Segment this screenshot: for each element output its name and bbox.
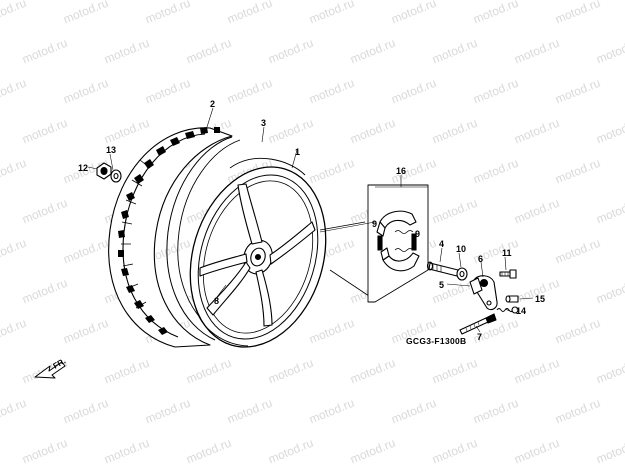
wear-indicator-plate [469, 277, 483, 295]
callout-8: 8 [214, 296, 219, 306]
pin-15 [505, 295, 519, 303]
diagram-code: GCG3-F1300B [406, 336, 466, 346]
callout-4: 4 [439, 239, 444, 249]
callout-9-right: 9 [415, 229, 420, 239]
return-spring [496, 306, 519, 314]
callout-16: 16 [396, 166, 406, 176]
front-direction-label: FR. [52, 356, 68, 370]
axle-nut [96, 162, 112, 180]
brake-cam [426, 261, 459, 277]
callout-6: 6 [478, 254, 483, 264]
wheel-rim [189, 157, 327, 348]
callout-15: 15 [535, 294, 545, 304]
bolt-7 [459, 313, 497, 335]
washer-13 [110, 169, 122, 183]
front-direction-arrow [34, 361, 66, 379]
bolt-11 [499, 269, 517, 279]
felt-seal [456, 267, 468, 281]
leader-lines [87, 107, 534, 333]
callout-12: 12 [78, 163, 88, 173]
callout-1: 1 [295, 147, 300, 157]
brake-shoe-box [367, 184, 429, 303]
callout-5: 5 [439, 280, 444, 290]
callout-9-left: 9 [372, 219, 377, 229]
callout-10: 10 [456, 244, 466, 254]
callout-14: 14 [516, 306, 526, 316]
tire [108, 127, 233, 348]
callout-3: 3 [261, 118, 266, 128]
callout-7: 7 [477, 332, 482, 342]
callout-13: 13 [106, 145, 116, 155]
callout-2: 2 [210, 99, 215, 109]
callout-11: 11 [502, 248, 512, 258]
